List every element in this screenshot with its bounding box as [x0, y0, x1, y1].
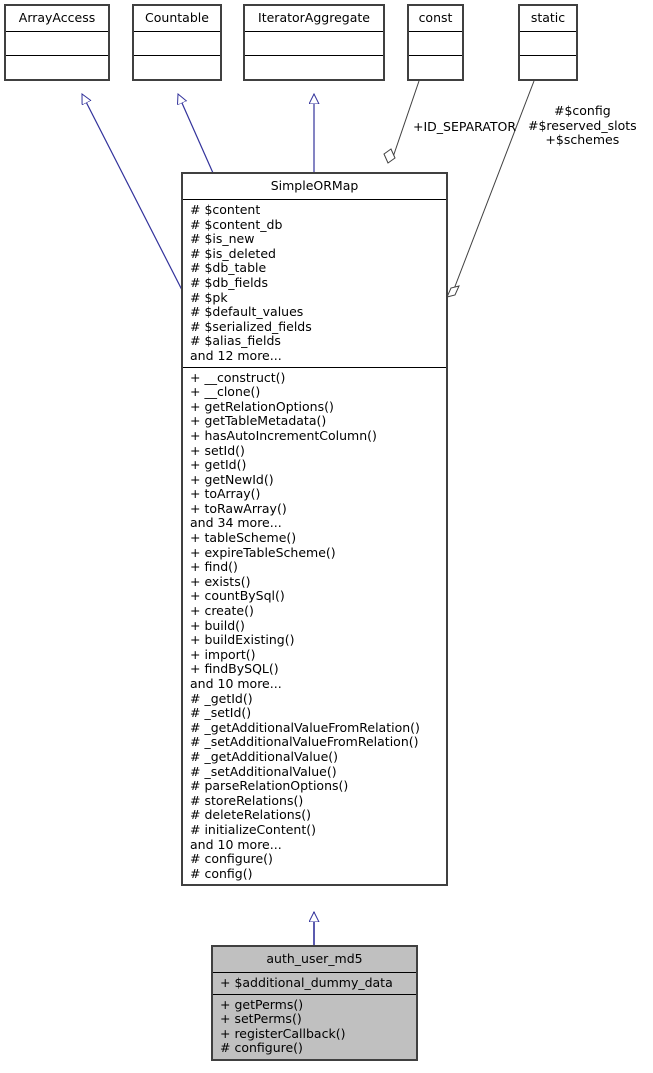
class-member: + expireTableScheme() [190, 544, 336, 560]
class-title: IteratorAggregate [245, 6, 383, 32]
class-member: # $content [190, 202, 261, 217]
class-member: # configure() [220, 1040, 303, 1056]
class-member: # parseRelationOptions() [190, 778, 349, 794]
class-node-countable[interactable]: Countable [132, 4, 222, 81]
class-member: # $default_values [190, 304, 304, 320]
class-member: # $db_table [190, 260, 267, 276]
class-member: + find() [190, 559, 238, 575]
class-member: + build() [190, 617, 245, 633]
attributes-compartment [245, 32, 383, 56]
attributes-compartment [134, 32, 220, 56]
edge-label-static-association: #$config #$reserved_slots +$schemes [528, 103, 637, 148]
class-member: # _getAdditionalValueFromRelation() [190, 719, 420, 735]
class-member: # configure() [190, 851, 273, 867]
class-member: + findBySQL() [190, 661, 279, 677]
class-title: static [520, 6, 576, 32]
class-title: ArrayAccess [6, 6, 108, 32]
class-node-auth-user-md5[interactable]: auth_user_md5 + $additional_dummy_data +… [211, 945, 418, 1061]
class-member: + __construct() [190, 369, 286, 385]
class-member: # $pk [190, 289, 228, 305]
class-member: + countBySql() [190, 588, 285, 604]
attributes-compartment [409, 32, 462, 56]
class-member: # config() [190, 865, 253, 881]
class-member: # _getId() [190, 690, 253, 706]
edge-label-line-1: #$config [553, 103, 611, 118]
class-node-const[interactable]: const [407, 4, 464, 81]
class-member: and 10 more... [190, 836, 282, 852]
class-member: + setId() [190, 442, 245, 458]
attributes-compartment [6, 32, 108, 56]
class-member: + buildExisting() [190, 632, 295, 648]
class-member: + $additional_dummy_data [220, 975, 393, 990]
class-member: + setPerms() [220, 1011, 302, 1027]
class-title: auth_user_md5 [213, 947, 416, 973]
class-member: # $content_db [190, 216, 283, 232]
attributes-compartment: # $content# $content_db# $is_new# $is_de… [183, 200, 446, 368]
class-node-simpleormap[interactable]: SimpleORMap # $content# $content_db# $is… [181, 171, 448, 887]
class-member: # $db_fields [190, 274, 269, 290]
class-member: # initializeContent() [190, 821, 317, 837]
class-member: + registerCallback() [220, 1025, 346, 1041]
methods-compartment: + __construct()+ __clone()+ getRelationO… [183, 368, 446, 885]
attributes-compartment: + $additional_dummy_data [213, 973, 416, 995]
class-node-arrayaccess[interactable]: ArrayAccess [4, 4, 110, 81]
class-member: + __clone() [190, 384, 261, 400]
class-member: + exists() [190, 573, 251, 589]
class-member: # _setAdditionalValueFromRelation() [190, 734, 419, 750]
edge-label-id-separator: +ID_SEPARATOR [413, 119, 517, 134]
class-member: + create() [190, 603, 254, 619]
class-member: + tableScheme() [190, 530, 297, 546]
methods-compartment [520, 56, 576, 79]
methods-compartment [134, 56, 220, 79]
class-member: # $is_new [190, 231, 255, 247]
class-member: + getId() [190, 457, 247, 473]
class-title: SimpleORMap [183, 174, 446, 200]
class-member: and 34 more... [190, 515, 282, 531]
edge-label-line-2: #$reserved_slots [528, 117, 637, 133]
attributes-compartment [520, 32, 576, 56]
methods-compartment [245, 56, 383, 79]
class-member: + import() [190, 646, 256, 662]
edge-inheritance-arrayaccess [81, 94, 183, 291]
class-member: # $serialized_fields [190, 318, 312, 334]
class-member: # _setAdditionalValue() [190, 763, 337, 779]
class-member: and 12 more... [190, 347, 282, 363]
class-title: Countable [134, 6, 220, 32]
edge-inheritance-countable [178, 94, 214, 174]
class-title: const [409, 6, 462, 32]
class-member: # deleteRelations() [190, 807, 311, 823]
edge-label-line-3: +$schemes [545, 132, 620, 148]
edge-association-static [446, 80, 535, 298]
methods-compartment [409, 56, 462, 79]
class-member: + toArray() [190, 486, 261, 502]
class-node-iteratoraggregate[interactable]: IteratorAggregate [243, 4, 385, 81]
class-member: # storeRelations() [190, 792, 304, 808]
class-member: # _getAdditionalValue() [190, 748, 339, 764]
class-member: + toRawArray() [190, 500, 287, 516]
class-member: # $alias_fields [190, 333, 281, 349]
methods-compartment: + getPerms()+ setPerms()+ registerCallba… [213, 994, 416, 1059]
class-member: + hasAutoIncrementColumn() [190, 427, 377, 443]
class-member: # _setId() [190, 705, 252, 721]
methods-compartment [6, 56, 108, 79]
class-member: + getPerms() [220, 996, 304, 1012]
class-node-static[interactable]: static [518, 4, 578, 81]
class-member: and 10 more... [190, 676, 282, 691]
class-member: + getRelationOptions() [190, 398, 334, 414]
class-member: + getTableMetadata() [190, 413, 327, 429]
class-member: + getNewId() [190, 471, 274, 487]
class-member: # $is_deleted [190, 245, 276, 261]
